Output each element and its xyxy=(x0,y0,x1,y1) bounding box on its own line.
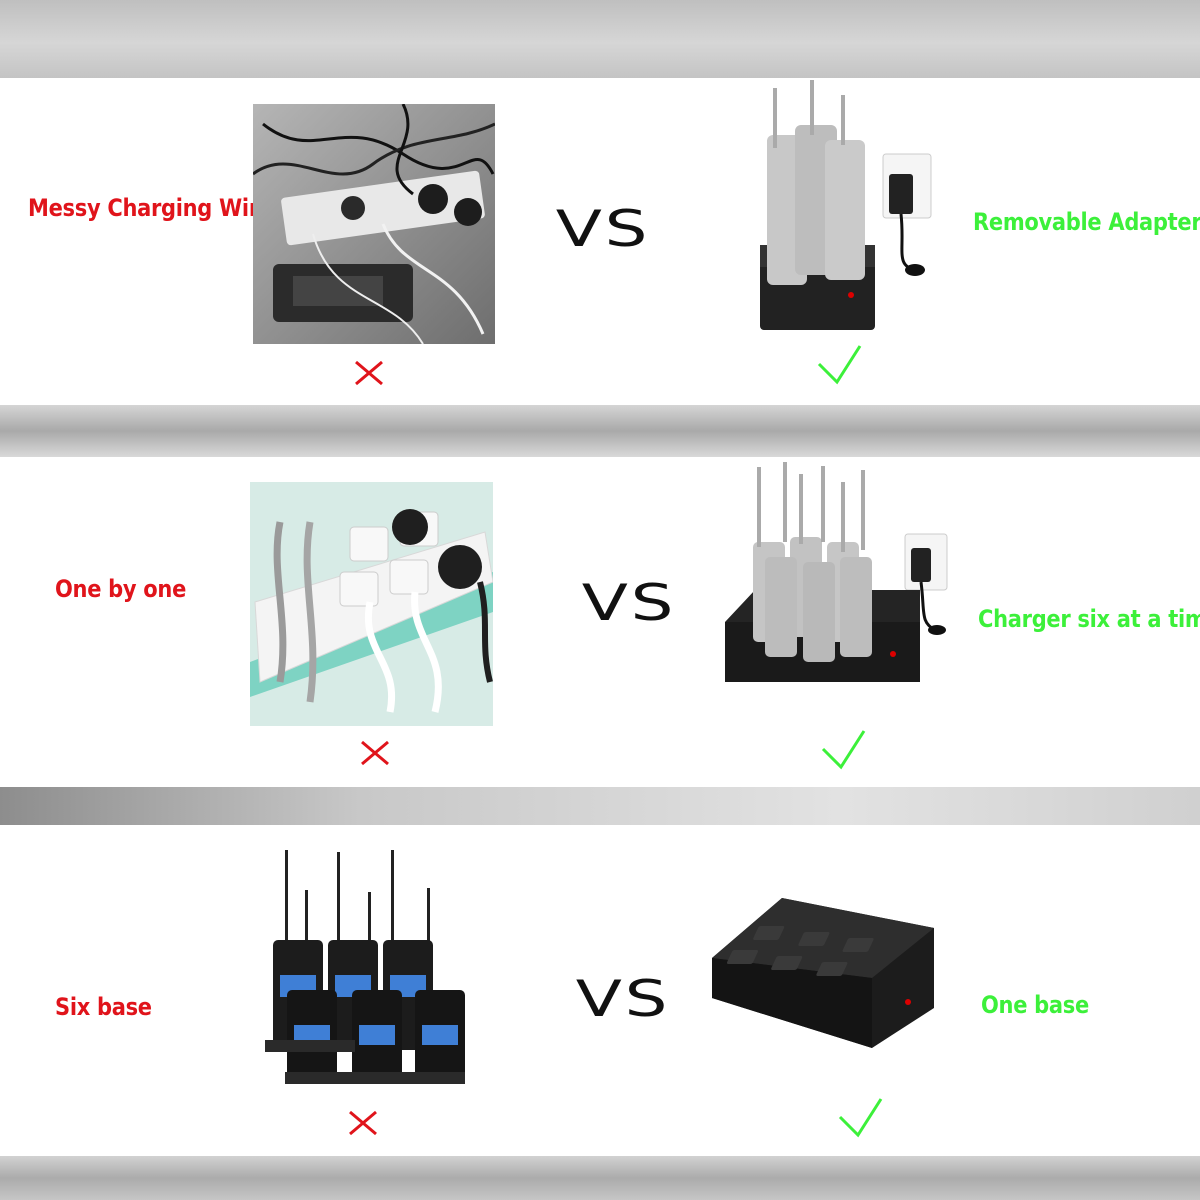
bad-label: One by one xyxy=(55,575,187,603)
vs-text: VS xyxy=(555,200,651,258)
checkmark-icon xyxy=(821,730,866,770)
checkmark-icon xyxy=(817,345,862,385)
cross-icon xyxy=(349,1110,377,1136)
divider-band-1 xyxy=(0,405,1200,457)
header-divider-band xyxy=(0,0,1200,78)
good-label: One base xyxy=(981,991,1089,1019)
cross-icon xyxy=(355,360,383,386)
six-radios-photo xyxy=(265,850,465,1084)
bad-label: Six base xyxy=(55,993,152,1021)
charger-with-adapter-photo xyxy=(760,80,932,330)
divider-band-2 xyxy=(0,787,1200,825)
vs-text: VS xyxy=(575,970,671,1028)
empty-six-bay-base-photo xyxy=(712,898,934,1048)
good-label: Charger six at a time xyxy=(978,605,1200,633)
six-bay-charger-photo xyxy=(725,462,948,682)
good-label: Removable Adapter xyxy=(973,208,1200,236)
vs-text: VS xyxy=(581,574,677,632)
cross-icon xyxy=(361,740,389,766)
bad-label: Messy Charging Wire xyxy=(28,194,273,222)
power-strip-photo xyxy=(250,482,493,726)
footer-divider-band xyxy=(0,1156,1200,1200)
messy-wires-photo xyxy=(253,104,495,344)
checkmark-icon xyxy=(838,1098,883,1138)
